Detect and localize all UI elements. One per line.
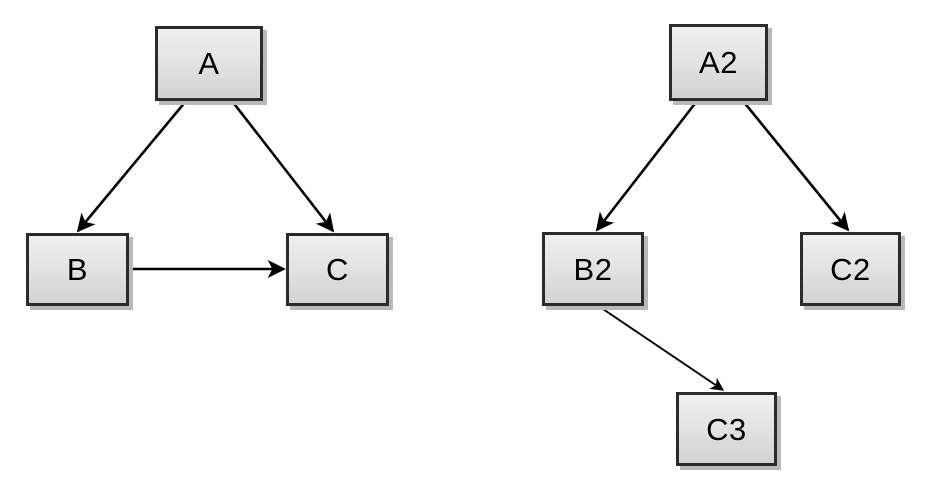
edge-A2-to-C2	[741, 100, 850, 232]
edge-A-to-B	[76, 100, 187, 233]
node-c3[interactable]: C3	[676, 392, 777, 466]
node-c2[interactable]: C2	[800, 232, 901, 306]
node-b[interactable]: B	[26, 233, 129, 306]
node-c[interactable]: C	[286, 233, 389, 306]
node-b2[interactable]: B2	[542, 232, 644, 306]
edge-A-to-C	[230, 100, 335, 233]
edge-A2-to-B2	[595, 100, 699, 232]
node-a2[interactable]: A2	[669, 24, 768, 101]
node-a[interactable]: A	[155, 26, 263, 101]
edge-B2-to-C3	[599, 306, 725, 391]
